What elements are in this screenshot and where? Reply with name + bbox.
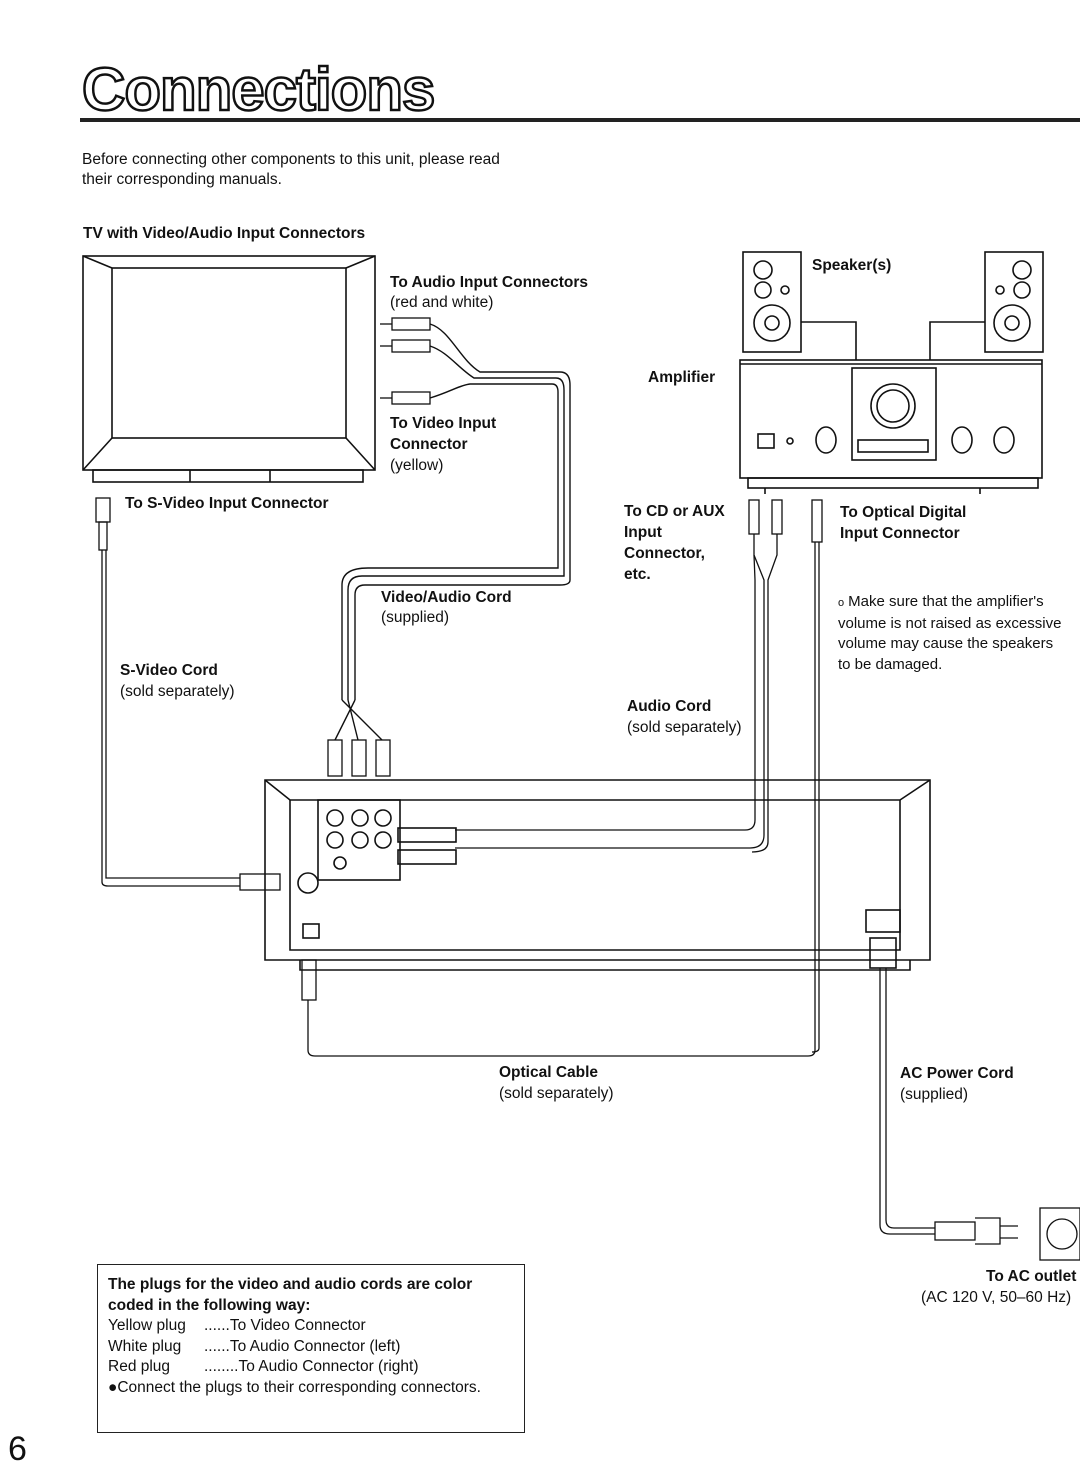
cd-aux-label-3: Connector, bbox=[624, 545, 705, 562]
plug-dots: ...... bbox=[204, 1317, 230, 1334]
list-item: Yellow plug ...... To Video Connector bbox=[108, 1316, 514, 1337]
audio-cord-label: Audio Cord bbox=[627, 698, 712, 715]
video-input-label-2: Connector bbox=[390, 436, 468, 453]
connect-instruction: ●Connect the plugs to their correspondin… bbox=[108, 1378, 481, 1396]
av-cord-sub: (supplied) bbox=[381, 609, 450, 626]
speakers-label: Speaker(s) bbox=[812, 257, 892, 274]
list-item: White plug ...... To Audio Connector (le… bbox=[108, 1337, 514, 1358]
note-text: Make sure that the amplifier's volume is… bbox=[838, 593, 1062, 673]
av-plugs-tv bbox=[380, 317, 431, 405]
amplifier bbox=[739, 359, 1043, 494]
svideo-cord bbox=[95, 497, 281, 891]
intro-text: Before connecting other components to th… bbox=[82, 151, 500, 188]
av-cord bbox=[334, 323, 571, 741]
title-rule bbox=[80, 118, 1080, 122]
optical-cable bbox=[301, 499, 823, 1057]
audio-cord bbox=[455, 499, 783, 853]
ac-cord bbox=[879, 968, 1080, 1261]
audio-cord-sub: (sold separately) bbox=[627, 719, 742, 736]
cd-aux-label-4: etc. bbox=[624, 566, 651, 583]
svideo-cord-sub: (sold separately) bbox=[120, 683, 235, 700]
ac-cord-label: AC Power Cord bbox=[900, 1065, 1014, 1082]
plug-name: Yellow plug bbox=[108, 1317, 186, 1334]
optical-digital-label-1: To Optical Digital bbox=[840, 504, 967, 521]
video-input-label-1: To Video Input bbox=[390, 415, 497, 432]
plug-dots: ........ bbox=[204, 1358, 239, 1375]
cd-aux-label-1: To CD or AUX bbox=[624, 503, 725, 520]
av-plugs-player bbox=[327, 739, 391, 777]
svideo-cord-label: S-Video Cord bbox=[120, 662, 218, 679]
page-title: Connections bbox=[81, 55, 437, 125]
page-number: 6 bbox=[8, 1430, 27, 1468]
plug-name: White plug bbox=[108, 1337, 182, 1355]
plug-target: To Audio Connector (right) bbox=[238, 1358, 419, 1375]
tv-illustration bbox=[82, 255, 376, 483]
av-cord-label: Video/Audio Cord bbox=[381, 589, 512, 606]
plug-name: Red plug bbox=[108, 1358, 171, 1375]
ac-cord-sub: (supplied) bbox=[900, 1086, 969, 1103]
svideo-input-label: To S-Video Input Connector bbox=[125, 495, 329, 512]
color-code-heading: The plugs for the video and audio cords … bbox=[108, 1276, 473, 1314]
list-item: Red plug ........ To Audio Connector (ri… bbox=[108, 1357, 514, 1378]
plug-dots: ...... bbox=[204, 1337, 230, 1355]
plug-target: To Audio Connector (left) bbox=[229, 1337, 401, 1355]
player-unit bbox=[264, 779, 931, 971]
optical-cable-label: Optical Cable bbox=[499, 1064, 599, 1081]
tv-label: TV with Video/Audio Input Connectors bbox=[83, 225, 366, 242]
video-input-sub: (yellow) bbox=[390, 457, 444, 474]
amplifier-label: Amplifier bbox=[648, 369, 716, 386]
color-code-note: The plugs for the video and audio cords … bbox=[97, 1264, 525, 1433]
audio-input-sub: (red and white) bbox=[390, 294, 494, 311]
ac-outlet-sub: (AC 120 V, 50–60 Hz) bbox=[921, 1289, 1072, 1306]
note-bullet: o bbox=[838, 597, 845, 609]
cd-aux-label-2: Input bbox=[624, 524, 662, 541]
speakers bbox=[742, 251, 1044, 360]
ac-outlet-label: To AC outlet bbox=[986, 1268, 1077, 1285]
optical-digital-label-2: Input Connector bbox=[840, 525, 960, 542]
plug-target: To Video Connector bbox=[229, 1317, 366, 1334]
audio-input-label: To Audio Input Connectors bbox=[390, 274, 589, 291]
optical-cable-sub: (sold separately) bbox=[499, 1085, 614, 1102]
